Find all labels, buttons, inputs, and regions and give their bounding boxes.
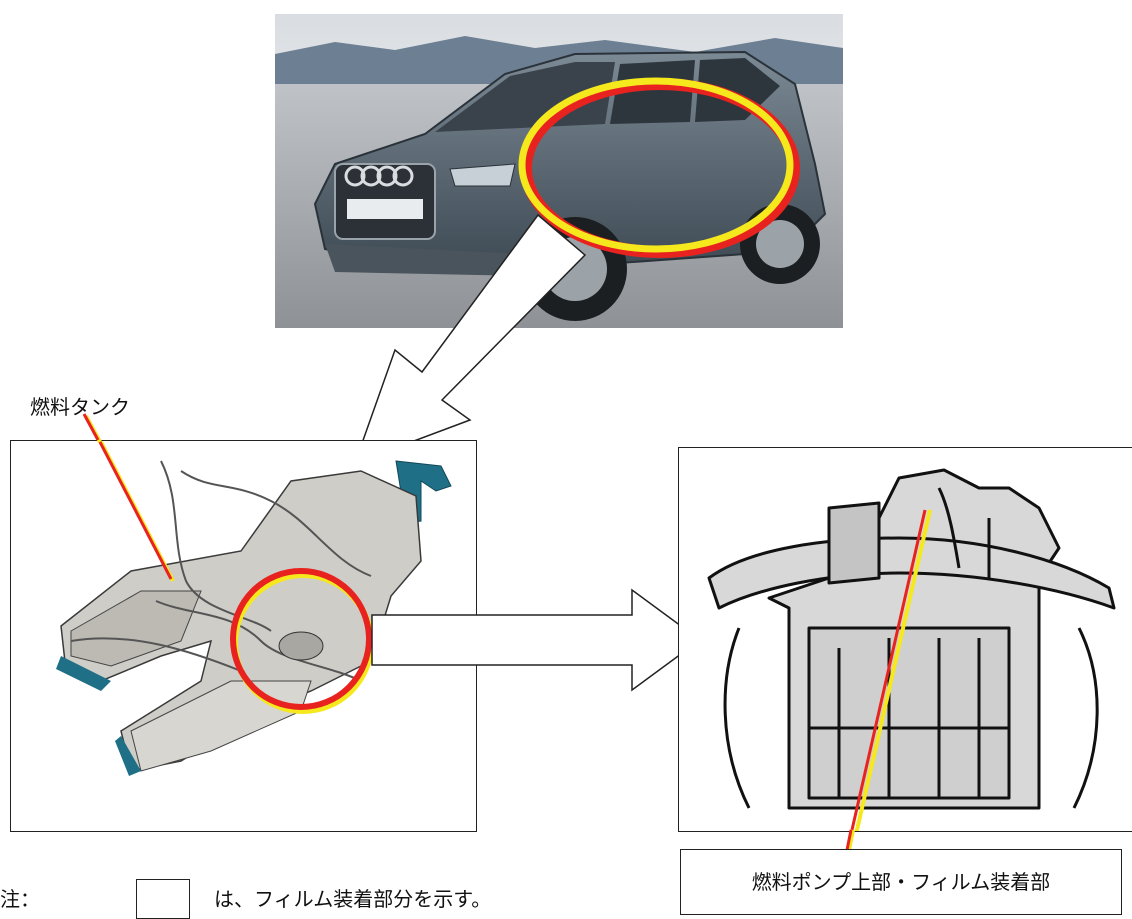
- fuel-pump-diagram: [678, 447, 1132, 844]
- pump-film-label: 燃料ポンプ上部・フィルム装着部: [751, 870, 1051, 894]
- car-illustration: [275, 14, 843, 328]
- fuel-tank-label: 燃料タンク: [30, 395, 130, 419]
- legend-description: は、フィルム装着部分を示す。: [214, 887, 492, 911]
- car-photo: [275, 14, 843, 328]
- legend-prefix: 注：: [0, 887, 40, 911]
- pump-film-label-box: 燃料ポンプ上部・フィルム装着部: [680, 849, 1122, 915]
- legend-swatch: [136, 879, 190, 919]
- fuel-tank-illustration: [56, 416, 452, 776]
- fuel-pump-illustration: [707, 468, 1116, 844]
- fuel-tank-diagram: [10, 416, 477, 832]
